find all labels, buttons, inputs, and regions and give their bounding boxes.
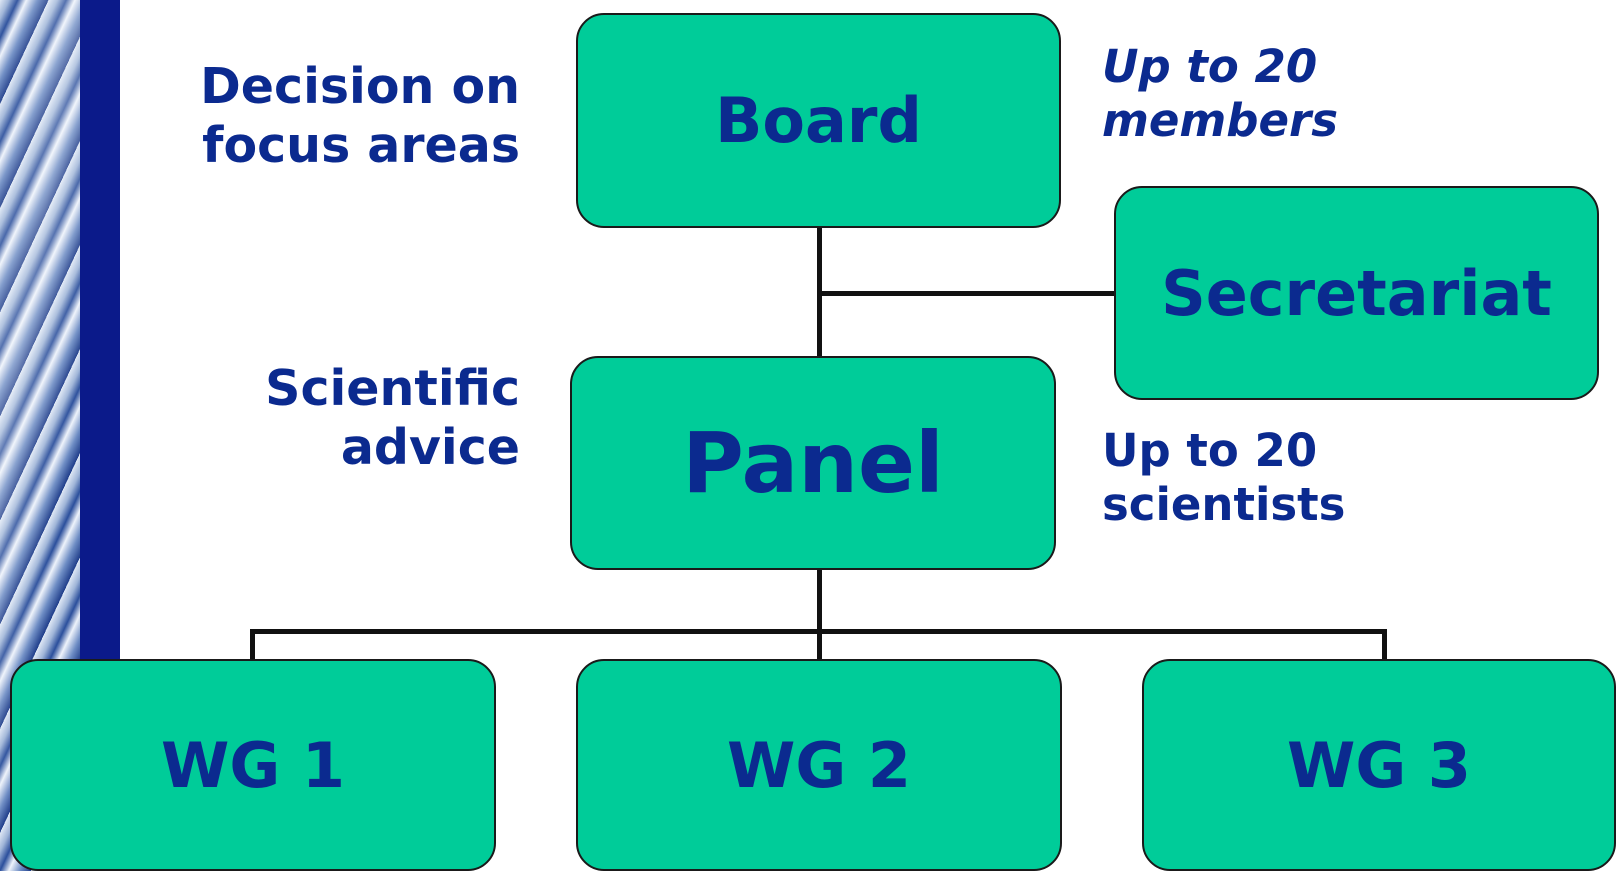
wg2-box: WG 2 <box>576 659 1062 871</box>
board-box: Board <box>576 13 1061 228</box>
board-right-line2: members <box>1102 94 1339 147</box>
connector-panel-down <box>817 566 822 659</box>
secretariat-box: Secretariat <box>1114 186 1599 400</box>
connector-to-secretariat <box>817 291 1114 296</box>
side-blue-band <box>80 0 120 660</box>
connector-wg1 <box>250 629 255 659</box>
board-left-line2: focus areas <box>202 116 520 174</box>
board-left-annotation: Decision on focus areas <box>170 58 520 176</box>
connector-wg-horizontal <box>250 629 1387 634</box>
board-label: Board <box>715 84 922 157</box>
wg1-label: WG 1 <box>160 728 345 802</box>
board-left-line1: Decision on <box>200 58 520 115</box>
wg1-box: WG 1 <box>10 659 496 871</box>
secretariat-label: Secretariat <box>1161 256 1552 330</box>
panel-label: Panel <box>682 414 944 512</box>
board-right-annotation: Up to 20 members <box>1102 40 1422 148</box>
panel-left-line1: Scientific <box>265 360 520 417</box>
panel-left-annotation: Scientific advice <box>170 360 520 478</box>
wg2-label: WG 2 <box>726 728 911 802</box>
panel-left-line2: advice <box>340 418 520 476</box>
panel-right-line1: Up to 20 <box>1102 424 1318 477</box>
panel-box: Panel <box>570 356 1056 570</box>
connector-wg3 <box>1382 629 1387 659</box>
wg3-box: WG 3 <box>1142 659 1616 871</box>
wg3-label: WG 3 <box>1286 728 1471 802</box>
panel-right-annotation: Up to 20 scientists <box>1102 424 1422 532</box>
board-right-line1: Up to 20 <box>1102 40 1318 93</box>
panel-right-line2: scientists <box>1102 478 1346 531</box>
